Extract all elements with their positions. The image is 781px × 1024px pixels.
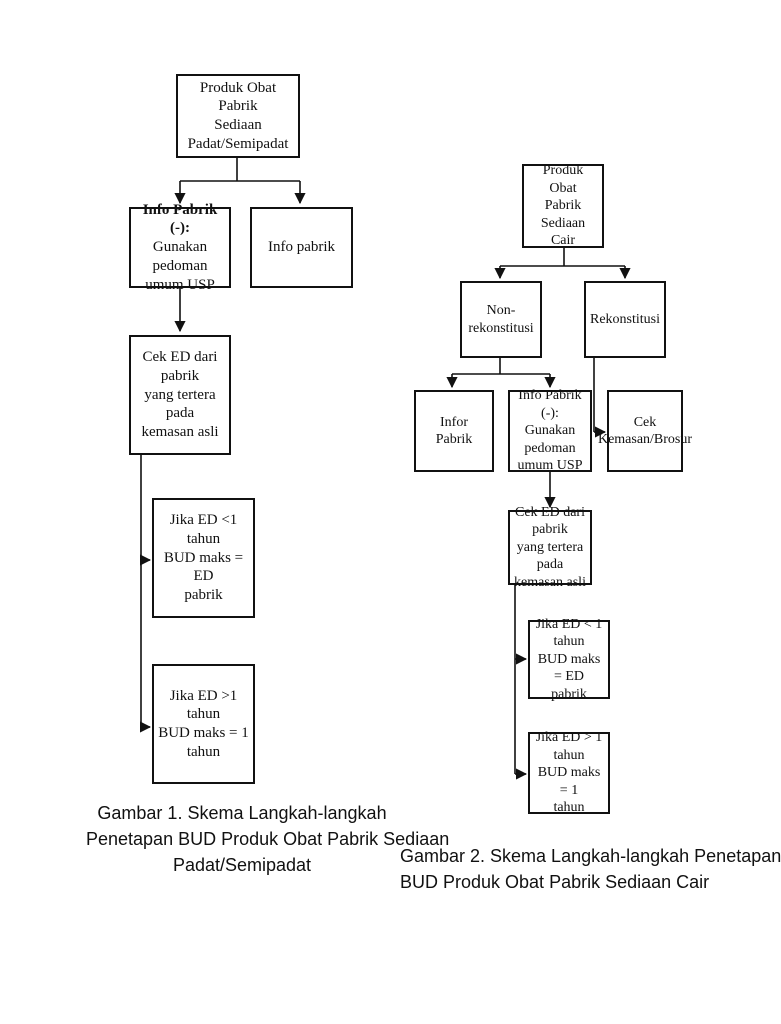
d2-lt1-line1: Jika ED < 1 tahun [535,616,603,650]
d2-cek-ed-line1: Cek ED dari pabrik [515,504,585,538]
d1-cek-ed-line3: kemasan asli [141,424,219,441]
d2-cek-ed-box: Cek ED dari pabrik yang tertera pada kem… [508,505,592,590]
d2-caption-line2: BUD Produk Obat Pabrik Sediaan Cair [400,872,710,893]
d1-caption: Gambar 1. Skema Langkah-langkah Penetapa… [86,800,450,878]
d1-info-pos-label: Info pabrik [267,239,336,256]
d1-root-line2: Sediaan Padat/Semipadat [187,117,289,152]
d2-cek-kemasan-box: Cek Kemasan/Brosur [598,390,692,472]
d1-lt1-line1: Jika ED <1 tahun [169,512,238,547]
d2-info-neg-line3: umum USP [517,458,583,474]
d1-lt1-box: Jika ED <1 tahun BUD maks = ED pabrik [152,498,255,618]
d2-infor-pabrik-box: Infor Pabrik [414,390,494,472]
d2-lt1-line2: BUD maks = ED [537,651,601,685]
d1-caption-line1: Gambar 1. Skema Langkah-langkah [97,803,387,823]
d2-info-neg-line2: Gunakan pedoman [524,423,576,456]
d2-caption-line1: Gambar 2. Skema Langkah-langkah Penetapa… [400,846,781,866]
d2-info-neg-box: Info Pabrik (-): Gunakan pedoman umum US… [508,388,592,474]
d2-cek-ed-line2: yang tertera pada [516,539,584,573]
d2-gt1-box: Jika ED > 1 tahun BUD maks = 1 tahun [528,730,610,816]
d1-cek-ed-line1: Cek ED dari pabrik [142,349,218,384]
d1-info-pos-box: Info pabrik [250,207,353,288]
d2-cek-kemasan-line2: Kemasan/Brosur [597,432,693,447]
d2-rekon-label: Rekonstitusi [590,311,661,327]
d2-root-line1: Produk Obat [542,163,584,196]
d2-infor-pabrik-label: Infor Pabrik [435,414,473,448]
d2-non-rekon-box: Non-rekonstitusi [460,281,542,358]
d2-lt1-line3: pabrik [551,686,587,702]
d1-caption-line2: Penetapan BUD Produk Obat Pabrik Sediaan [86,829,450,850]
d1-lt1-line3: pabrik [184,587,223,604]
d1-caption-line3: Padat/Semipadat [172,855,312,876]
d2-gt1-line2: BUD maks = 1 [537,765,601,798]
d2-gt1-line1: Jika ED > 1 tahun [535,730,603,763]
d2-info-neg-line1: Info Pabrik (-): [518,388,582,421]
d1-gt1-box: Jika ED >1 tahun BUD maks = 1 tahun [152,664,255,784]
d1-root-box: Produk Obat Pabrik Sediaan Padat/Semipad… [176,74,300,158]
d1-gt1-line1: Jika ED >1 tahun [169,687,238,723]
d1-root-line1: Produk Obat Pabrik [199,79,277,115]
d2-non-rekon-label: Non-rekonstitusi [468,303,534,336]
d2-root-line2: Pabrik Sediaan [540,198,586,231]
d1-info-neg-line2: umum USP [145,276,215,293]
d1-cek-ed-line2: yang tertera pada [144,386,216,422]
d2-root-line3: Cair [550,233,576,249]
d2-cek-kemasan-line1: Cek [633,414,657,430]
d2-root-box: Produk Obat Pabrik Sediaan Cair [522,163,604,249]
d1-cek-ed-box: Cek ED dari pabrik yang tertera pada kem… [129,335,231,455]
d1-lt1-line2: BUD maks = ED [163,549,244,585]
d1-gt1-line2: BUD maks = 1 tahun [158,725,249,760]
d2-caption: Gambar 2. Skema Langkah-langkah Penetapa… [400,843,781,895]
d2-lt1-box: Jika ED < 1 tahun BUD maks = ED pabrik [528,616,610,702]
d1-info-neg-line1: Gunakan pedoman [152,239,208,274]
d2-gt1-line3: tahun [553,800,585,816]
d2-rekon-box: Rekonstitusi [584,281,666,358]
d1-info-neg-title: Info Pabrik (-): [142,201,218,237]
d1-info-neg-box: Info Pabrik (-): Gunakan pedoman umum US… [129,202,231,293]
d2-cek-ed-line3: kemasan asli [514,574,586,590]
